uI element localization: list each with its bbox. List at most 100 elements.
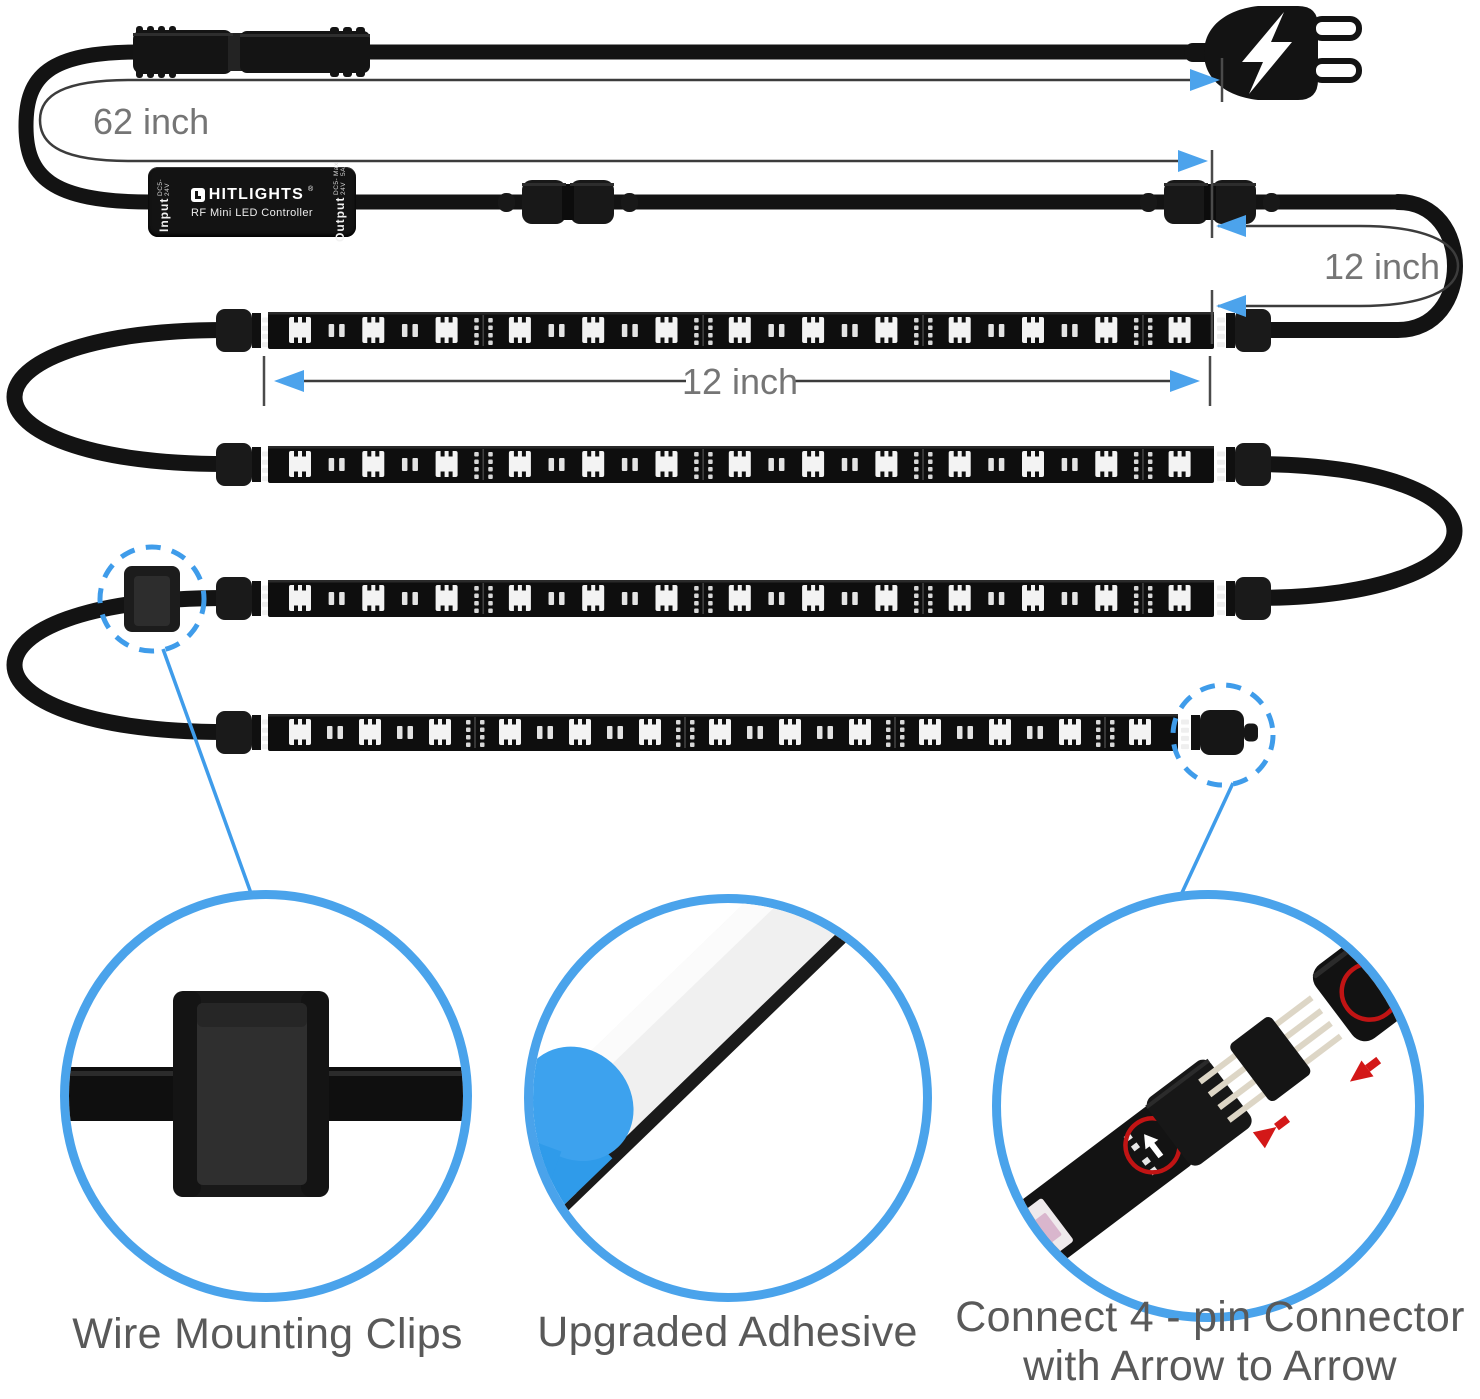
end-cap-nub — [1244, 723, 1258, 742]
component-pad — [412, 324, 418, 337]
solder-pad — [474, 601, 479, 606]
led-notch — [1100, 317, 1105, 323]
solder-pad — [1147, 586, 1153, 591]
component-pad — [1072, 324, 1078, 337]
led-notch — [1035, 585, 1039, 591]
cut-line — [482, 449, 485, 480]
solder-pad — [914, 452, 919, 457]
component-pad — [998, 592, 1005, 605]
led-notch — [807, 451, 812, 457]
led-notch — [815, 585, 820, 591]
led-notch — [587, 605, 592, 611]
power-cord-length-label: 62 inch — [93, 101, 209, 142]
led-notch — [932, 739, 936, 745]
led-notch — [660, 451, 665, 457]
led-notch — [888, 605, 893, 611]
led-notch — [741, 585, 746, 591]
led-notch — [574, 719, 578, 725]
component-pad — [401, 458, 408, 471]
strip-end-cap — [1200, 710, 1244, 755]
solder-pad — [466, 735, 471, 740]
component-pad — [621, 324, 628, 337]
solder-pad — [1133, 467, 1139, 472]
component-pad — [339, 458, 345, 471]
led-notch — [961, 471, 966, 477]
solder-pad — [708, 608, 713, 613]
led-notch — [1002, 719, 1006, 725]
led-notch — [815, 451, 820, 457]
led-notch — [1173, 451, 1178, 457]
solder-pad — [474, 340, 479, 345]
solder-pad — [708, 333, 713, 338]
led-notch — [722, 739, 726, 745]
led-chip — [655, 451, 678, 477]
led-notch — [961, 337, 966, 343]
led-chip — [1168, 317, 1191, 343]
led-notch — [741, 317, 746, 323]
led-notch — [953, 317, 958, 323]
led-notch — [1027, 337, 1031, 343]
led-notch — [448, 317, 453, 323]
component-pad — [339, 324, 345, 337]
component-pad — [559, 458, 565, 471]
connector-pin — [1217, 317, 1225, 323]
component-pad — [632, 592, 638, 605]
component-pad — [998, 458, 1005, 471]
led-notch — [888, 451, 893, 457]
led-notch — [932, 719, 936, 725]
caption-wire-mounting-clips: Wire Mounting Clips — [72, 1310, 463, 1358]
led-notch — [784, 739, 788, 745]
led-notch — [595, 471, 600, 477]
solder-pad — [1147, 318, 1153, 323]
wire-clip-detail — [69, 991, 463, 1197]
led-notch — [741, 337, 746, 343]
led-notch — [807, 585, 812, 591]
led-chip — [289, 585, 311, 611]
component-pad — [988, 324, 994, 337]
component-pad — [852, 458, 858, 471]
led-notch — [595, 605, 600, 611]
solder-pad — [488, 593, 493, 598]
led-notch — [448, 471, 453, 477]
led-notch — [504, 719, 508, 725]
wire-clip-icon — [124, 566, 180, 632]
led-notch — [1108, 585, 1113, 591]
solder-pad — [480, 735, 485, 740]
solder-pad — [690, 742, 695, 747]
component-pad — [747, 726, 753, 739]
solder-pad — [708, 467, 713, 472]
component-pad — [778, 458, 785, 471]
component-pad — [337, 726, 343, 739]
led-chip — [289, 451, 311, 477]
component-pad — [327, 726, 333, 739]
strip-end — [1001, 1058, 1252, 1277]
solder-pad — [914, 459, 919, 464]
strip-connector — [216, 309, 252, 352]
strip-connector-ridge — [252, 313, 261, 348]
solder-pad — [690, 720, 695, 725]
led-notch — [1035, 451, 1039, 457]
component-pad — [1061, 592, 1068, 605]
led-notch — [440, 317, 445, 323]
led-notch — [1134, 719, 1138, 725]
led-notch — [521, 471, 526, 477]
led-notch — [888, 471, 893, 477]
solder-pad — [1133, 452, 1139, 457]
led-notch — [521, 337, 526, 343]
component-pad — [852, 592, 858, 605]
solder-pad — [676, 720, 681, 725]
led-notch — [513, 337, 518, 343]
led-notch — [1134, 739, 1138, 745]
led-notch — [815, 317, 820, 323]
solder-pad — [1096, 727, 1101, 732]
led-notch — [521, 317, 526, 323]
solder-pad — [488, 474, 493, 479]
led-notch — [880, 471, 885, 477]
solder-pad — [928, 452, 933, 457]
led-chip — [362, 451, 385, 477]
led-notch — [302, 471, 306, 477]
led-notch — [660, 317, 665, 323]
led-notch — [1100, 471, 1105, 477]
solder-pad — [1133, 325, 1139, 330]
led-chip — [802, 317, 825, 343]
